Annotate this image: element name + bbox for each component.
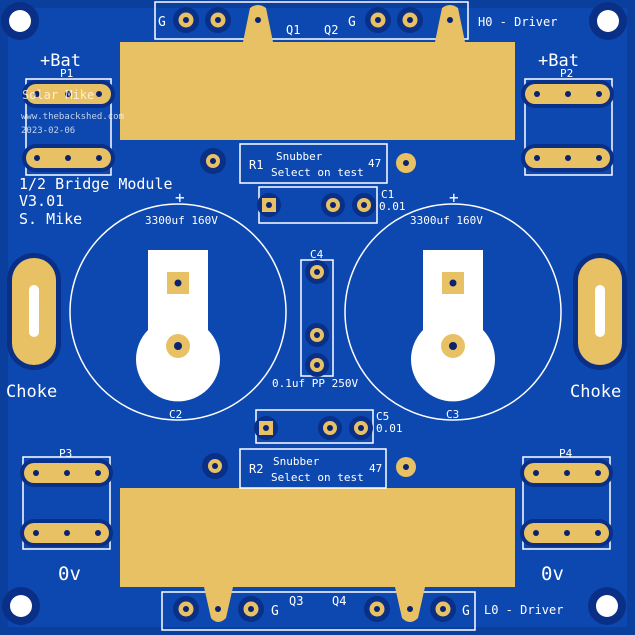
c4-value: 0.1uf PP 250V (272, 377, 358, 390)
mounting-holes (1, 2, 627, 625)
terminal-p4 (520, 456, 613, 550)
r1-label1: Snubber (276, 150, 323, 163)
resistor-r2 (202, 448, 416, 489)
p2-label: P2 (560, 67, 573, 80)
bottom-driver-label: L0 - Driver (484, 603, 563, 617)
watermark-site: www.thebackshed.com (21, 112, 124, 122)
r2-ref: R2 (249, 462, 263, 476)
board-title: 1/2 Bridge Module (19, 175, 173, 193)
watermark-name: Solar Mike (22, 88, 94, 102)
capacitor-c1 (257, 186, 378, 224)
c3-value: 3300uf 160V (410, 214, 483, 227)
terminal-p3 (20, 456, 113, 550)
c2-ref: C2 (169, 408, 182, 421)
top-transistor-header: G Q1 Q2 G (154, 1, 469, 42)
choke-right-label: Choke (570, 382, 621, 402)
q1-label: Q1 (286, 23, 300, 37)
bottom-g-right-label: G (462, 604, 470, 619)
c3-plus: + (449, 188, 459, 207)
board-version: V3.01 (19, 192, 64, 210)
r2-value: 47 (369, 462, 382, 475)
q4-label: Q4 (332, 594, 346, 608)
r2-label2: Select on test (271, 471, 364, 484)
bat-left-label: +Bat (40, 51, 81, 71)
c2-plus: + (175, 188, 185, 207)
bottom-g-left-label: G (271, 604, 279, 619)
choke-left-label: Choke (6, 382, 57, 402)
watermark-date: 2023-02-06 (21, 126, 75, 136)
capacitor-c4 (300, 259, 334, 377)
capacitor-c2 (69, 203, 287, 421)
c1-ref: C1 (381, 188, 394, 201)
r1-label2: Select on test (271, 166, 364, 179)
p4-label: P4 (559, 447, 573, 460)
c5-ref: C5 (376, 410, 389, 423)
r1-value: 47 (368, 157, 381, 170)
r1-ref: R1 (249, 158, 263, 172)
heatsink-pour-bottom (120, 488, 515, 587)
bottom-transistor-header: G Q3 Q4 G (161, 587, 476, 631)
choke-pad-left (7, 253, 61, 370)
choke-pad-right (573, 253, 627, 370)
terminal-p2 (521, 78, 614, 176)
p1-label: P1 (60, 67, 73, 80)
resistor-r1 (200, 143, 416, 184)
heatsink-pour-top (120, 42, 515, 140)
zero-left-label: 0v (58, 563, 81, 585)
p3-label: P3 (59, 447, 72, 460)
c1-value: 0.01 (379, 200, 406, 213)
top-driver-label: H0 - Driver (478, 15, 557, 29)
top-g-left-label: G (158, 15, 166, 30)
bat-right-label: +Bat (538, 51, 579, 71)
c5-value: 0.01 (376, 422, 403, 435)
terminal-p1 (22, 78, 115, 176)
r2-label1: Snubber (273, 455, 320, 468)
c3-ref: C3 (446, 408, 459, 421)
c4-ref: C4 (310, 248, 324, 261)
capacitor-c3 (344, 203, 562, 421)
q3-label: Q3 (289, 594, 303, 608)
q2-label: Q2 (324, 23, 338, 37)
c2-value: 3300uf 160V (145, 214, 218, 227)
zero-right-label: 0v (541, 563, 564, 585)
capacitor-c5 (254, 409, 374, 444)
top-g-right-label: G (348, 15, 356, 30)
board-author: S. Mike (19, 210, 82, 228)
